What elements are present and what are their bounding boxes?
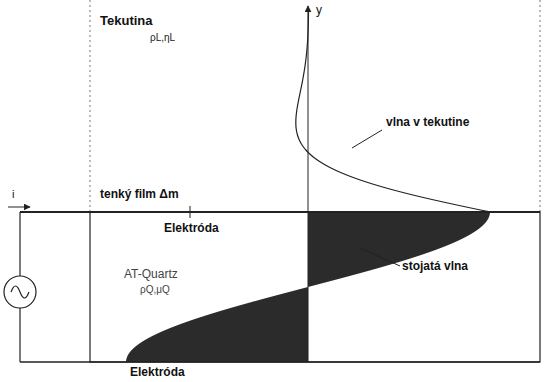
wire xyxy=(19,308,20,362)
property-label: ρQ,μQ xyxy=(140,284,170,295)
fluid-wave xyxy=(296,12,490,212)
electrode-tick xyxy=(190,206,191,218)
film-label: tenký film Δm xyxy=(100,188,179,201)
y-axis xyxy=(308,6,309,362)
wave-label: stojatá vlna xyxy=(402,260,468,273)
axis-label: y xyxy=(316,4,322,17)
leader-line xyxy=(360,248,400,266)
leader-line xyxy=(352,130,382,148)
current-label: i xyxy=(12,188,14,200)
wire xyxy=(19,212,20,276)
ac-source xyxy=(4,276,36,308)
wave-label: vlna v tekutine xyxy=(386,116,469,129)
region-label: Tekutina xyxy=(100,14,153,28)
material-label: AT-Quartz xyxy=(124,268,178,281)
fluid-border xyxy=(540,0,541,212)
property-label: ρL,ηL xyxy=(150,32,175,43)
electrode-label: Elektróda xyxy=(164,222,219,235)
electrode xyxy=(20,211,540,213)
fluid-border xyxy=(90,0,91,212)
electrode-label: Elektróda xyxy=(130,366,185,379)
ac-symbol xyxy=(11,286,29,298)
electrode xyxy=(20,361,540,363)
quartz-crystal xyxy=(90,212,540,362)
current-arrow xyxy=(8,207,30,208)
